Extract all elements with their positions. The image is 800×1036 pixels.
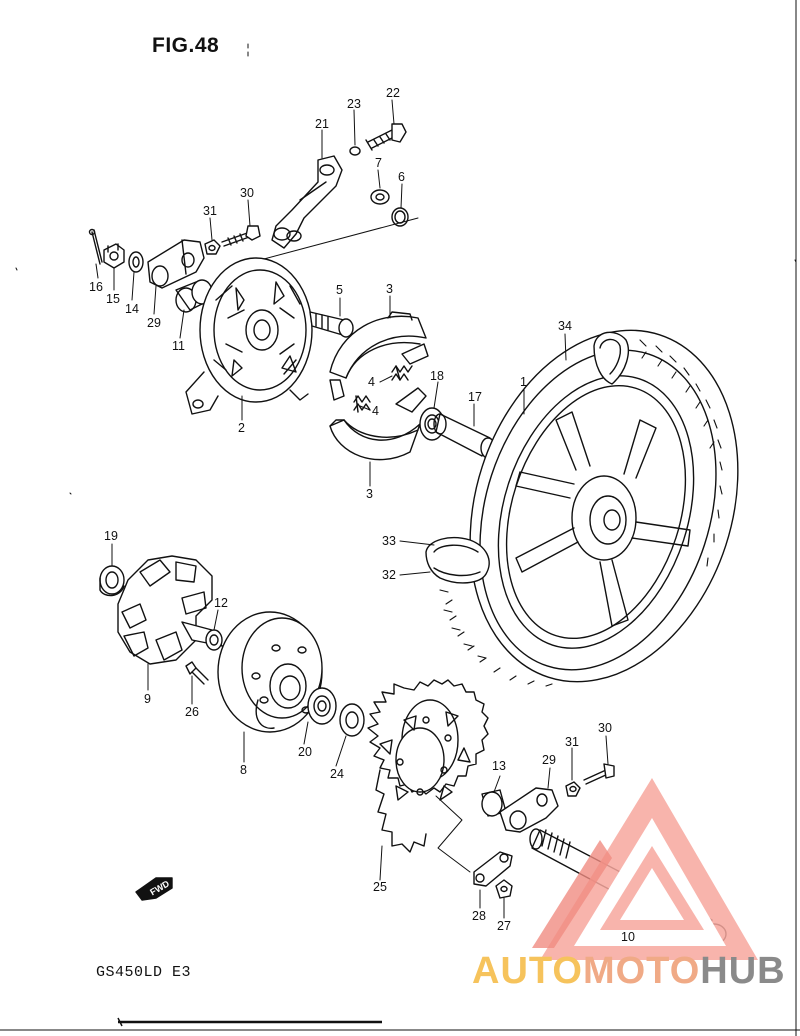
callout-13: 13	[492, 759, 506, 773]
callout-4-b: 4	[372, 404, 379, 418]
seal-24	[339, 703, 365, 737]
rear-sprocket-25	[367, 679, 489, 853]
bolt-30-top	[221, 225, 261, 247]
fwd-arrow-icon: FWD	[135, 877, 173, 901]
cotter-pin-16	[88, 228, 103, 265]
spacer-13	[481, 789, 507, 817]
chain-adjuster-29-top	[147, 239, 205, 289]
nut-27	[495, 879, 513, 899]
callout-23: 23	[347, 97, 361, 111]
bolt-30-bottom	[583, 763, 615, 785]
brand-hub: HUB	[700, 950, 786, 992]
callout-6: 6	[398, 170, 405, 184]
brake-panel-2	[185, 257, 313, 415]
washer-14	[128, 251, 144, 273]
sprocket-carrier-8	[217, 611, 323, 733]
callout-29-bottom: 29	[542, 753, 556, 767]
callout-14: 14	[125, 302, 139, 316]
callout-24: 24	[330, 767, 344, 781]
spring-4a	[391, 365, 413, 381]
rear-wheel-1	[425, 329, 739, 687]
callout-27: 27	[497, 919, 511, 933]
callout-21: 21	[315, 117, 329, 131]
castle-nut-15	[103, 243, 125, 269]
bearing-20	[307, 687, 337, 725]
callout-4-a: 4	[368, 375, 375, 389]
nut-31-top	[204, 239, 221, 255]
callout-31-top: 31	[203, 204, 217, 218]
brake-shoe-3-upper	[329, 311, 429, 379]
callout-26: 26	[185, 705, 199, 719]
callout-12: 12	[214, 596, 228, 610]
callout-5: 5	[336, 283, 343, 297]
callout-25: 25	[373, 880, 387, 894]
callout-2: 2	[238, 421, 245, 435]
spacer-17	[433, 413, 496, 459]
callout-11: 11	[172, 339, 185, 353]
callout-22: 22	[386, 86, 400, 100]
callout-30-top: 30	[240, 186, 254, 200]
bearing-19	[99, 565, 125, 597]
model-code: GS450LD E3	[96, 964, 192, 981]
callout-9: 9	[144, 692, 151, 706]
callout-10: 10	[621, 930, 635, 944]
nut-31-bottom	[565, 781, 581, 797]
callout-labels: 22 23 21 7 6 30 31 16 15 14 29 11 5 3 34…	[89, 86, 635, 944]
torque-arm-part	[271, 155, 343, 249]
callout-30-bottom: 30	[598, 721, 612, 735]
callout-8: 8	[240, 763, 247, 777]
automotohub-logo-icon	[532, 778, 758, 960]
callout-7: 7	[375, 156, 382, 170]
callout-3-lower: 3	[366, 487, 373, 501]
bolt-26	[185, 661, 209, 685]
assembly-line-bottom	[435, 795, 471, 873]
callout-17: 17	[468, 390, 482, 404]
washer-7	[370, 189, 390, 205]
brand-moto: MOTO	[582, 950, 701, 992]
callout-16: 16	[89, 280, 103, 294]
callout-1: 1	[520, 375, 527, 389]
callout-34: 34	[558, 319, 572, 333]
callout-29-top: 29	[147, 316, 161, 330]
brand-auto: AUTO	[472, 950, 583, 992]
callout-3-upper: 3	[386, 282, 393, 296]
washer-23	[349, 146, 361, 156]
brake-shoe-3-lower	[329, 379, 427, 461]
chain-adjuster-29-bottom	[499, 787, 559, 833]
callout-20: 20	[298, 745, 312, 759]
bolt-22	[365, 123, 407, 151]
callout-32: 32	[382, 568, 396, 582]
callout-31-bottom: 31	[565, 735, 579, 749]
cush-damper-9	[117, 555, 213, 665]
callout-33: 33	[382, 534, 396, 548]
callout-18: 18	[430, 369, 444, 383]
brake-cam-5	[309, 311, 354, 338]
figure-title: FIG.48	[152, 34, 220, 57]
lock-washer-28	[473, 851, 513, 887]
watermark-brand: AUTOMOTOHUB	[472, 950, 786, 993]
scan-specks	[15, 43, 797, 495]
callout-15: 15	[106, 292, 120, 306]
callout-28: 28	[472, 909, 486, 923]
callout-19: 19	[104, 529, 118, 543]
spring-4b	[353, 395, 371, 413]
